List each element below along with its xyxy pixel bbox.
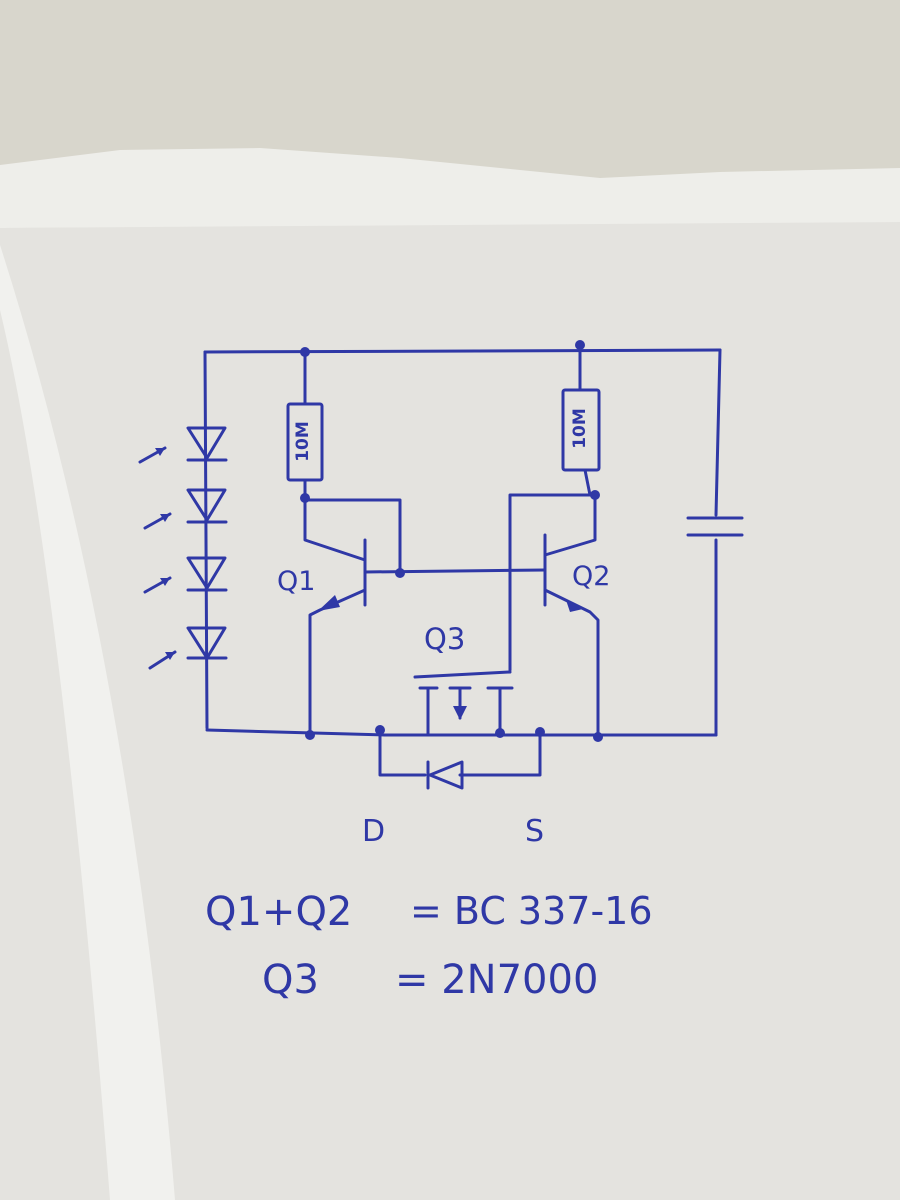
bottom-rail xyxy=(205,728,718,737)
paper-sheet xyxy=(0,222,900,1200)
torn-paper-edge xyxy=(0,148,900,228)
base-line xyxy=(363,568,547,574)
q3-gate xyxy=(413,670,512,679)
right-rail xyxy=(714,348,722,737)
note-line2-left: Q3 xyxy=(262,957,319,1003)
resistor-left-label: 10M xyxy=(292,421,313,462)
q2-collector xyxy=(543,493,597,557)
q2-label: Q2 xyxy=(572,561,611,592)
body-diode xyxy=(426,760,464,790)
junction-dots xyxy=(155,340,603,742)
note-line2-right: = 2N7000 xyxy=(395,957,599,1003)
drain-label: D xyxy=(362,814,386,849)
curled-paper-strip xyxy=(0,245,175,1200)
resistor-right xyxy=(561,388,601,472)
top-rail xyxy=(203,348,722,354)
q1-collector xyxy=(303,498,367,562)
note-line1-right: = BC 337-16 xyxy=(410,889,653,933)
q1-emitter xyxy=(308,588,367,737)
left-resistor-wiring xyxy=(303,350,402,577)
q3-label: Q3 xyxy=(424,622,466,656)
body-diode-wiring xyxy=(378,728,542,777)
right-resistor-wiring xyxy=(508,343,592,672)
capacitor xyxy=(686,516,744,537)
resistor-left xyxy=(286,402,324,482)
source-label: S xyxy=(525,814,545,849)
led-rail xyxy=(203,350,209,730)
circuit xyxy=(138,343,744,790)
q1-label: Q1 xyxy=(277,566,316,597)
note-line1-left: Q1+Q2 xyxy=(205,889,353,935)
resistor-right-label: 10M xyxy=(569,408,590,449)
